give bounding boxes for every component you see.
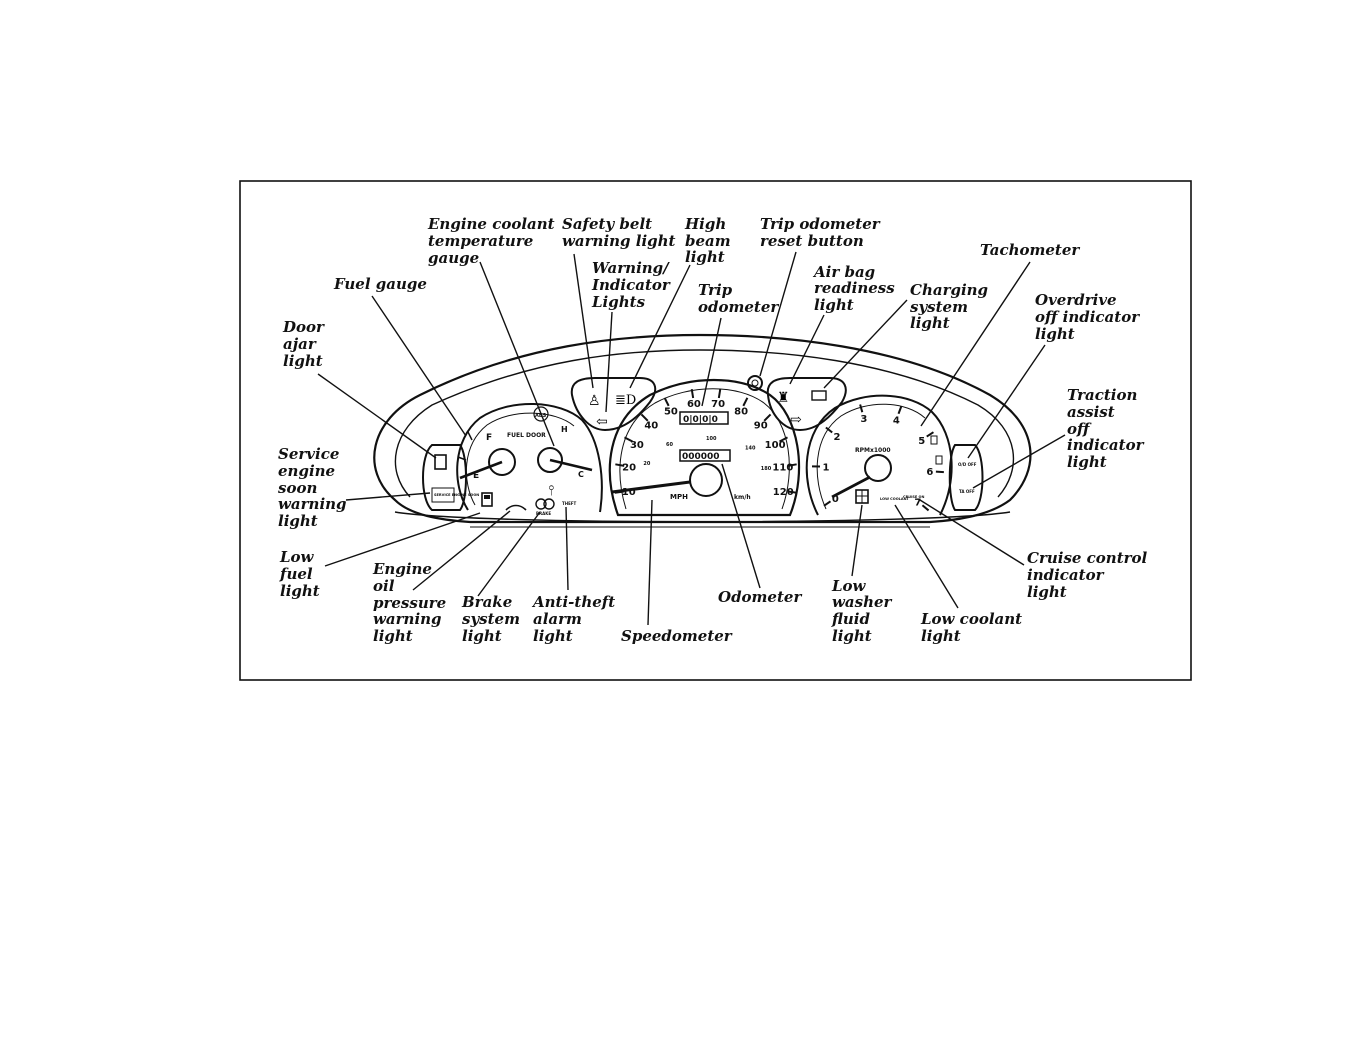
left-turn-icon: ⇦	[596, 414, 608, 430]
label-engine-coolant: Engine coolant temperature gauge	[427, 215, 560, 267]
speed-tick-label: 100	[765, 440, 786, 451]
ta-off-tag: TA OFF	[959, 489, 975, 494]
label-fuel-gauge: Fuel gauge	[333, 275, 427, 293]
kmh-tick-label: 60	[666, 442, 673, 448]
callout-labels: Engine coolant temperature gauge Safety …	[278, 215, 1152, 645]
label-tachometer: Tachometer	[980, 241, 1080, 259]
fuel-pump-icon	[482, 493, 492, 506]
kmh-tick-label: 20	[643, 461, 650, 467]
oil-can-icon	[506, 506, 526, 511]
label-low-washer: Low washer fluid light	[831, 577, 897, 645]
kmh-tick-label: 180	[761, 466, 772, 472]
speed-tick	[692, 389, 693, 398]
airbag-icon: ♜	[777, 390, 790, 406]
cluster-housing	[374, 335, 1030, 527]
label-air-bag: Air bag readiness light	[812, 263, 900, 314]
safety-belt-icon: ♙	[588, 393, 601, 409]
label-odometer: Odometer	[718, 588, 802, 606]
tach-tick	[860, 404, 862, 412]
odometer-digits: 000000	[682, 452, 720, 462]
speed-tick-label: 50	[664, 406, 678, 417]
door-ajar-icon	[435, 455, 446, 469]
kmh-tick-label: 100	[706, 436, 717, 442]
speed-tick-label: 110	[772, 463, 793, 474]
tach-tick-label: 7	[914, 497, 921, 508]
tach-tick-label: 2	[833, 432, 840, 443]
coolant-temp-icon: ⫯	[548, 483, 554, 499]
rpm-text: RPMx1000	[855, 447, 891, 454]
speed-tick	[665, 398, 669, 406]
label-trip-reset: Trip odometer reset button	[760, 215, 885, 250]
speed-tick-label: 80	[734, 406, 748, 417]
right-small-pod	[950, 445, 983, 510]
cruise-tag: CRUISE ON	[903, 495, 925, 499]
temp-h-mark: H	[561, 425, 568, 434]
label-brake: Brake system light	[461, 593, 525, 645]
speed-tick-label: 60	[687, 399, 701, 410]
label-cruise-control: Cruise control indicator light	[1027, 549, 1152, 601]
speed-tick-label: 40	[644, 420, 658, 431]
label-charging: Charging system light	[910, 281, 993, 332]
service-tag: SERVICE ENGINE SOON	[434, 493, 479, 497]
high-beam-icon: ≣D	[615, 393, 636, 408]
speed-tick-label: 90	[754, 420, 768, 431]
tach-tick-label: 4	[893, 415, 900, 426]
label-low-fuel: Low fuel light	[279, 548, 320, 600]
speed-tick-label: 30	[630, 440, 644, 451]
fuel-e-mark: E	[473, 471, 479, 481]
speed-tick-label: 20	[622, 463, 636, 474]
label-trip-odometer: Trip odometer	[698, 281, 779, 316]
label-speedometer: Speedometer	[621, 627, 733, 645]
battery-icon	[812, 391, 826, 400]
label-engine-oil: Engine oil pressure warning light	[372, 560, 451, 645]
label-service-engine: Service engine soon warning light	[278, 445, 352, 530]
speed-tick-label: 120	[773, 487, 794, 498]
label-door-ajar: Door ajar light	[282, 318, 329, 370]
fuel-door-text: FUEL DOOR	[507, 432, 546, 439]
right-turn-icon: ⇨	[790, 412, 802, 428]
tach-tick-label: 5	[918, 436, 925, 447]
tach-tick-label: 6	[926, 467, 933, 478]
temp-c-mark: C	[578, 470, 584, 479]
mph-text: MPH	[670, 493, 688, 501]
speed-tick	[743, 398, 747, 406]
od-off-tag: O/D OFF	[958, 462, 977, 467]
label-anti-theft: Anti-theft alarm light	[531, 593, 620, 645]
kmh-text: km/h	[734, 494, 751, 501]
kmh-tick-label: 140	[745, 446, 756, 452]
fuel-f-mark: F	[486, 433, 492, 443]
tach-tick-label: 1	[823, 463, 830, 474]
label-warning-indicator: Warning/ Indicator Lights	[591, 259, 675, 311]
fuel-gauge: F E FUEL DOOR	[458, 432, 546, 481]
tach-tick-label: 3	[860, 414, 867, 425]
speed-tick-label: 70	[711, 399, 725, 410]
tach-tick	[899, 406, 902, 413]
label-traction: Traction assist off indicator light	[1067, 386, 1149, 471]
tach-tick	[922, 505, 928, 510]
trip-digits: 0|0|0|0	[683, 415, 718, 425]
label-safety-belt: Safety belt warning light	[562, 215, 676, 250]
theft-tag: THEFT	[562, 501, 577, 506]
left-warning-row: BRAKE THEFT	[482, 493, 577, 516]
speed-tick	[719, 389, 720, 398]
tach-tick	[824, 501, 831, 506]
label-high-beam: High beam light	[684, 215, 736, 266]
label-overdrive: Overdrive off indicator light	[1035, 291, 1144, 343]
label-low-coolant: Low coolant light	[920, 610, 1027, 645]
